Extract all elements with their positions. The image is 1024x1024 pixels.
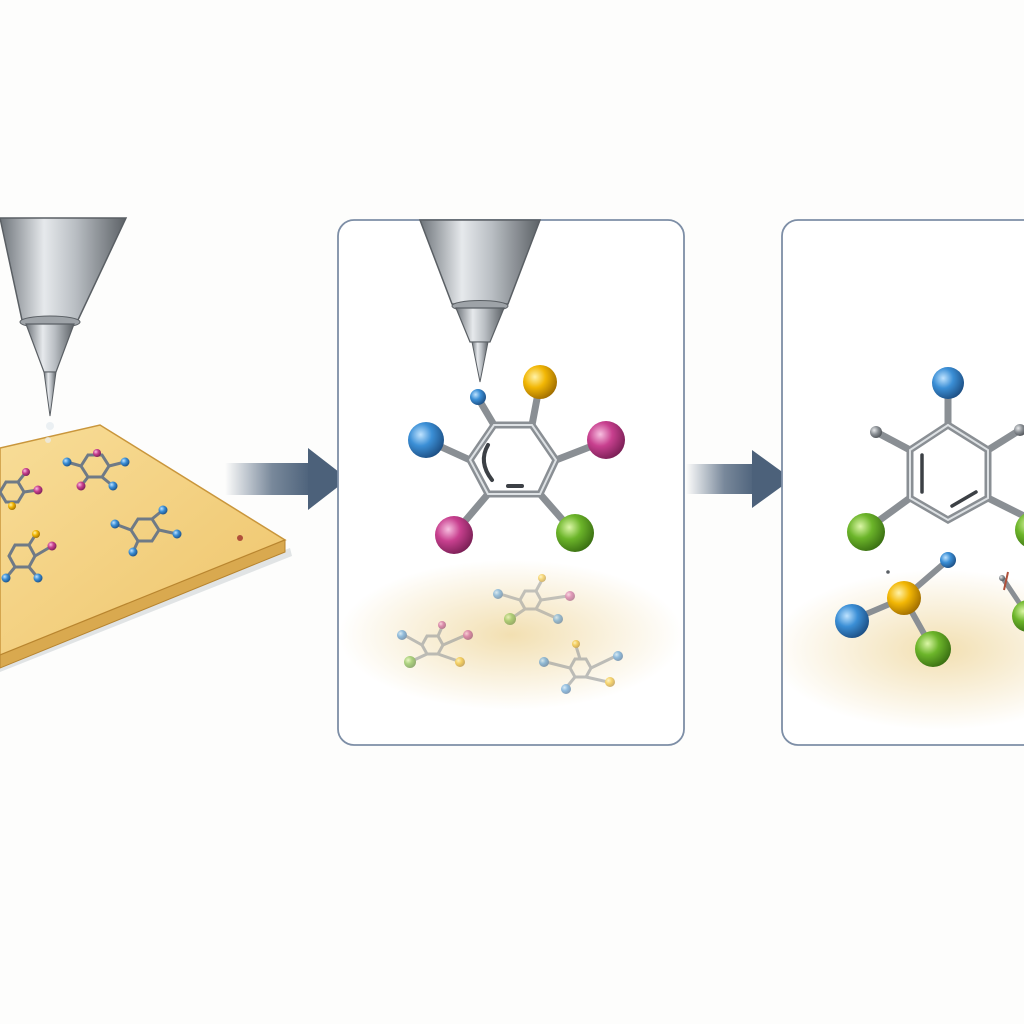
atom-magenta bbox=[435, 516, 473, 554]
molecule-icon bbox=[62, 449, 130, 491]
atom-green bbox=[915, 631, 951, 667]
atom-yellow bbox=[523, 365, 557, 399]
atom-gray bbox=[870, 426, 882, 438]
atom-yellow bbox=[887, 581, 921, 615]
atom-blue bbox=[835, 604, 869, 638]
molecule-icon bbox=[408, 365, 625, 554]
atom-blue bbox=[408, 422, 444, 458]
step-1-substrate-scene bbox=[0, 217, 292, 672]
molecule-icon bbox=[539, 640, 623, 694]
molecule-icon bbox=[110, 505, 182, 557]
atom-blue bbox=[940, 552, 956, 568]
fragment-icon bbox=[999, 571, 1024, 632]
atom-magenta bbox=[587, 421, 625, 459]
molecule-icon bbox=[0, 468, 43, 510]
molecule-icon bbox=[397, 621, 473, 668]
substrate-icon bbox=[0, 424, 287, 669]
process-arrow-1 bbox=[225, 448, 348, 510]
stm-tip-icon bbox=[418, 219, 542, 383]
step-3-panel bbox=[781, 219, 1024, 746]
stm-tip-icon bbox=[0, 217, 128, 443]
process-arrow-2 bbox=[686, 450, 792, 508]
atom-green bbox=[556, 514, 594, 552]
molecule-icon bbox=[847, 367, 1024, 551]
step-2-panel bbox=[337, 219, 685, 746]
molecule-icon bbox=[1, 530, 57, 583]
atom-green bbox=[847, 513, 885, 551]
atom-gray bbox=[1014, 424, 1024, 436]
fragment-icon bbox=[835, 552, 956, 667]
atom-blue bbox=[932, 367, 964, 399]
atom-blue bbox=[470, 389, 486, 405]
molecule-icon bbox=[493, 574, 575, 625]
